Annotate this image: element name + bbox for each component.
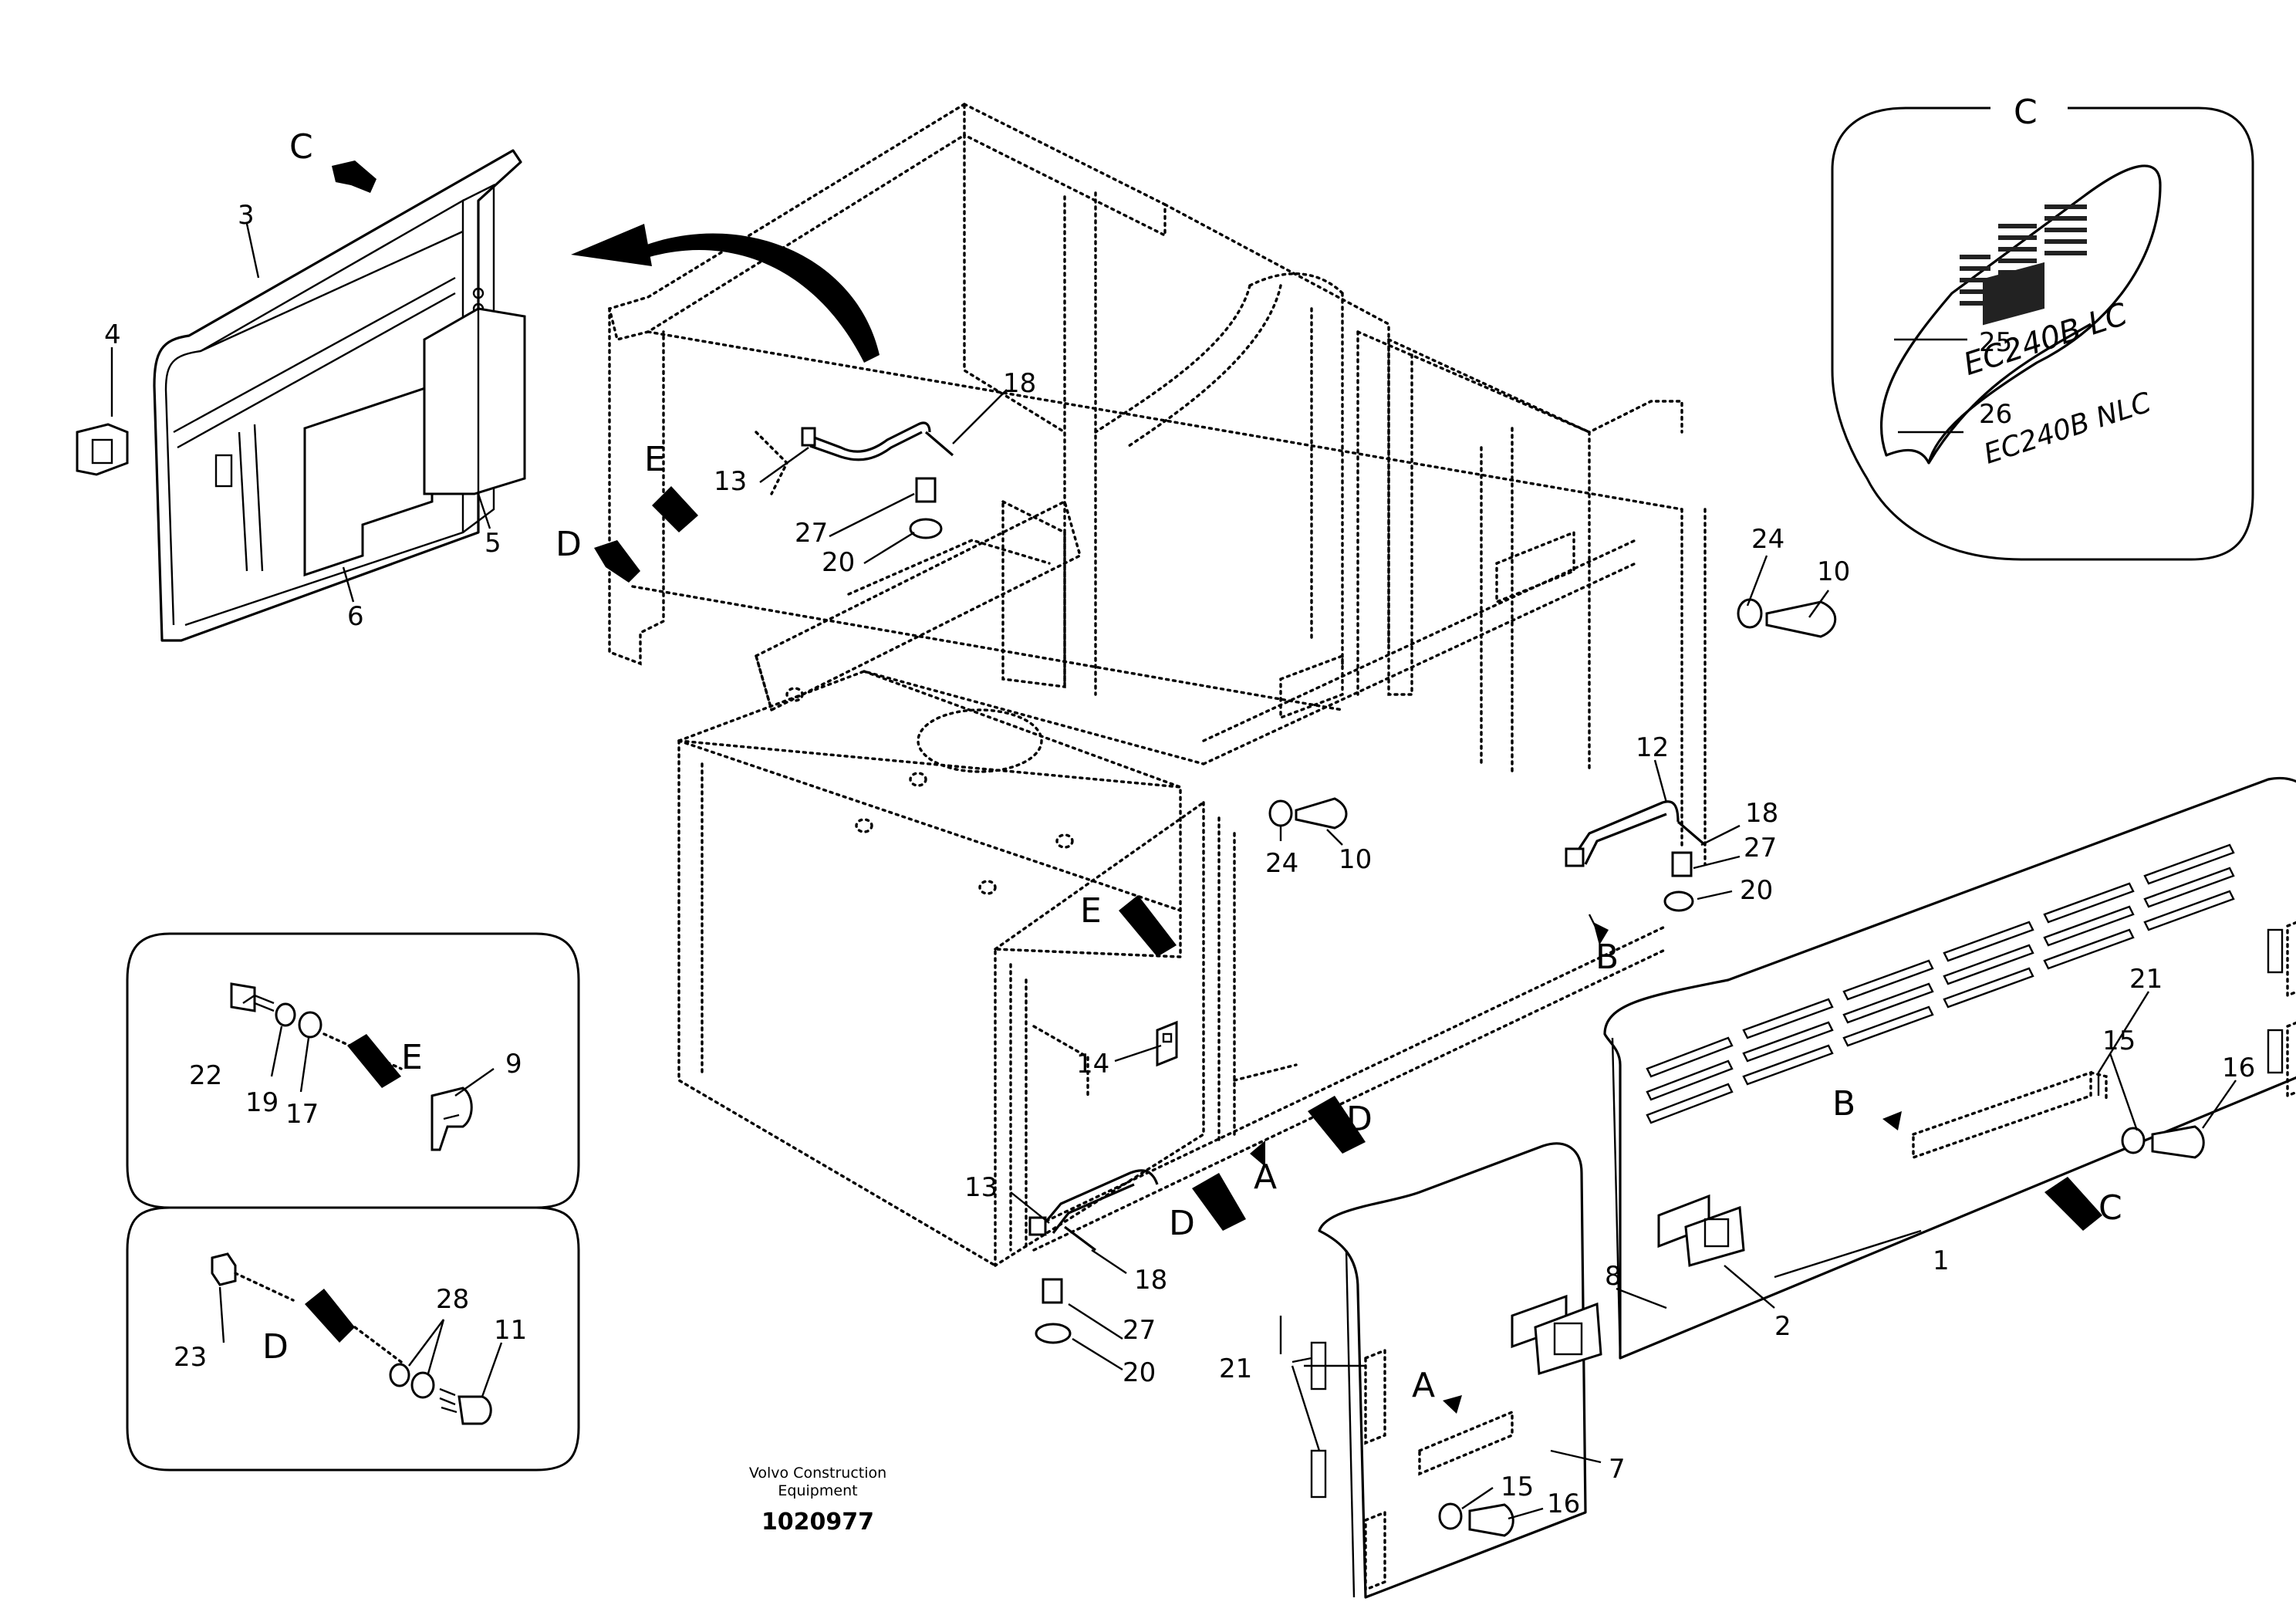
arrow-c-right-icon [2044, 1177, 2102, 1231]
callout-3: 3 [238, 200, 255, 231]
detail-box-c: EC240B LC EC240B NLC [1831, 96, 2254, 561]
view-letter-d-mid: D [1346, 1100, 1373, 1139]
arrow-d-upper-icon [594, 540, 640, 583]
callout-20a: 20 [822, 547, 855, 578]
view-letter-d-lower: D [1169, 1204, 1195, 1243]
arrow-e-lower-icon [1119, 895, 1177, 957]
callout-28: 28 [436, 1284, 469, 1315]
louver-grille [1646, 843, 2235, 1124]
callout-14: 14 [1076, 1049, 1109, 1080]
callout-24a: 24 [1751, 524, 1784, 555]
callout-15b: 15 [1501, 1472, 1534, 1502]
callout-16b: 16 [1547, 1489, 1580, 1519]
arrow-c-icon [332, 161, 376, 193]
callout-19: 19 [245, 1087, 279, 1118]
handle-upper-13 [801, 421, 954, 461]
detail-box-e [126, 932, 580, 1209]
view-letter-d-upper: D [555, 525, 582, 564]
door-assembly [76, 149, 526, 642]
arrow-b-panel-icon [1882, 1111, 1902, 1130]
arrow-a-panel-icon [1443, 1395, 1462, 1414]
footer-brand-line1: Volvo Construction [749, 1465, 886, 1482]
view-letter-e-upper: E [644, 440, 666, 479]
callout-5: 5 [485, 528, 501, 559]
callout-24b: 24 [1265, 848, 1298, 879]
callout-1: 1 [1933, 1245, 1950, 1276]
view-letters: C E D E B D A D B C A E D C [262, 93, 2122, 1405]
side-panel-7 [1310, 1142, 1602, 1599]
arrow-e-detail-icon [347, 1034, 401, 1088]
view-letter-b-panel: B [1832, 1084, 1855, 1124]
callout-16a: 16 [2222, 1053, 2255, 1083]
callout-20c: 20 [1123, 1357, 1156, 1388]
callout-18c: 18 [1134, 1265, 1167, 1296]
callout-18a: 18 [1003, 368, 1036, 399]
callout-25: 25 [1979, 327, 2012, 358]
callout-6: 6 [347, 601, 364, 632]
latch-2 [1657, 1194, 1745, 1267]
arrow-d-mid-icon [1308, 1096, 1366, 1154]
view-letter-c-right: C [2098, 1188, 2122, 1228]
callout-22: 22 [189, 1060, 222, 1091]
callout-18b: 18 [1745, 798, 1778, 829]
callout-10b: 10 [1339, 844, 1372, 875]
callout-13b: 13 [964, 1172, 998, 1203]
arrow-d-detail-icon [305, 1289, 355, 1343]
callout-26: 26 [1979, 399, 2012, 430]
callout-15a: 15 [2102, 1026, 2136, 1056]
detail-box-d [126, 1206, 580, 1472]
callout-12: 12 [1636, 732, 1669, 763]
callout-27c: 27 [1123, 1315, 1156, 1346]
view-letter-c-top: C [289, 127, 313, 167]
curved-arrow-icon [571, 224, 880, 363]
footer-block: Volvo Construction Equipment 1020977 [749, 1465, 886, 1536]
view-letter-d-detail: D [262, 1327, 289, 1367]
bracket-14 [1156, 1020, 1178, 1067]
callout-27a: 27 [795, 518, 828, 549]
arrow-e-upper-icon [652, 486, 698, 532]
fasteners [1438, 1125, 2205, 1537]
callout-13a: 13 [714, 466, 747, 497]
drawing-number: 1020977 [761, 1509, 874, 1536]
arrow-d-lower-icon [1192, 1173, 1246, 1231]
machine-frame [607, 102, 1707, 1267]
handle-12 [1565, 800, 1707, 867]
callout-7: 7 [1609, 1454, 1626, 1485]
callout-labels: 1 2 3 4 5 6 7 8 9 10 10 11 12 13 13 14 1… [104, 200, 2255, 1519]
callout-9: 9 [505, 1049, 522, 1080]
leader-lines [110, 223, 2237, 1520]
view-letter-e-detail: E [401, 1038, 423, 1077]
view-letter-b-mid: B [1595, 938, 1619, 977]
callout-4: 4 [104, 319, 121, 350]
callout-17: 17 [285, 1099, 319, 1130]
view-letter-e-mid: E [1080, 891, 1102, 931]
callout-27b: 27 [1744, 833, 1777, 863]
arrow-a-lower-icon [1250, 1140, 1265, 1167]
detail-c-title: C [2014, 93, 2038, 132]
callout-23: 23 [174, 1342, 207, 1373]
handle-lower-13 [1028, 1169, 1159, 1252]
callout-21b: 21 [1219, 1353, 1252, 1384]
callout-2: 2 [1774, 1311, 1791, 1342]
footer-brand-line2: Equipment [778, 1482, 857, 1499]
hardware-items [909, 477, 1837, 1344]
view-letter-a-mid: A [1254, 1157, 1277, 1197]
callout-8: 8 [1605, 1261, 1622, 1292]
side-panel-1 [1603, 776, 2296, 1360]
callout-21a: 21 [2129, 964, 2163, 995]
callout-11: 11 [494, 1315, 527, 1346]
callout-10a: 10 [1817, 556, 1850, 587]
view-letter-a-panel: A [1412, 1366, 1435, 1405]
callout-20b: 20 [1740, 875, 1773, 906]
